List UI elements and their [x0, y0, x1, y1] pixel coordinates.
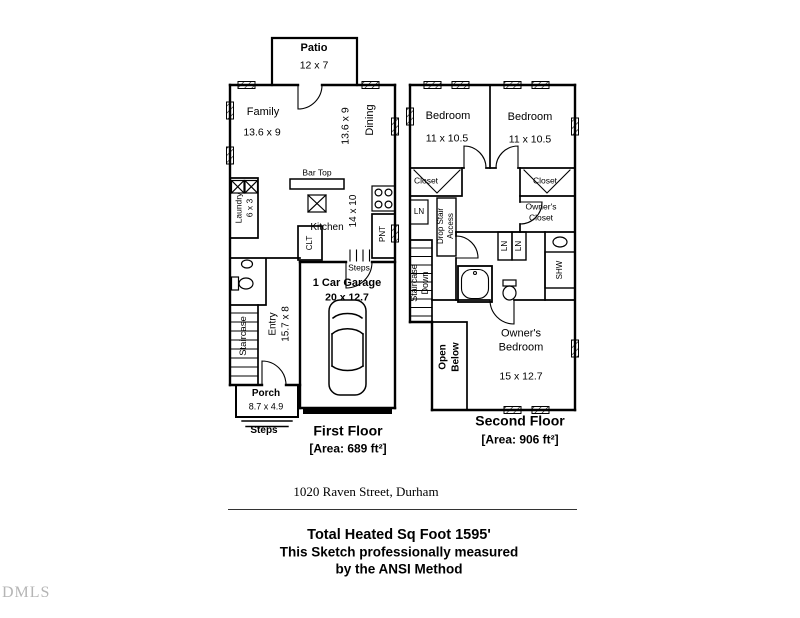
entry-name: Entry	[267, 312, 279, 336]
bedroom-left-name: Bedroom	[425, 110, 471, 123]
owners-bedroom-name: Owner's Bedroom	[498, 327, 544, 353]
drop-stair-box	[436, 197, 457, 257]
porch-outline	[235, 384, 299, 418]
patio-outline	[270, 36, 359, 87]
shower-shw-label: SHW	[555, 260, 564, 280]
toilet-icon-first-floor	[230, 276, 254, 291]
window-markers-first-floor	[226, 81, 399, 243]
method-line-2: by the ANSI Method	[335, 561, 463, 577]
open-below-label: Open Below	[437, 342, 462, 372]
owners-bedroom-dims: 15 x 12.7	[499, 370, 543, 383]
closet-left-label: Closet	[413, 175, 439, 186]
porch-dims: 8.7 x 4.9	[248, 401, 284, 412]
patio-dims: 12 x 7	[299, 59, 329, 72]
kitchen-name: Kitchen	[310, 221, 344, 233]
closet-bifold-doors	[413, 169, 571, 194]
garage-dims: 20 x 12.7	[325, 291, 369, 304]
address-line: 1020 Raven Street, Durham	[293, 483, 439, 499]
laundry-label: Laundry 6 x 3	[233, 193, 254, 224]
washer-dryer-icons	[230, 179, 259, 194]
dining-dims: 13.6 x 9	[339, 107, 352, 145]
method-line-1: This Sketch professionally measured	[279, 544, 519, 560]
bathtub-icon	[457, 265, 493, 303]
staircase-treads-first-floor	[229, 312, 259, 377]
linen-1-label: LN	[500, 240, 509, 252]
laundry-dims: 6 x 3	[244, 198, 254, 218]
sink-icon-second-floor	[552, 236, 568, 248]
linen-closet-boxes	[497, 231, 527, 261]
family-name: Family	[246, 106, 280, 119]
pantry-pnt-label: PNT	[378, 226, 387, 242]
front-steps-label: Steps	[250, 424, 278, 436]
drop-stair-access-label: Drop Stair Access	[436, 208, 455, 245]
second-floor-title: Second Floor	[475, 412, 565, 429]
owners-closet-label: Owner's Closet	[525, 201, 557, 222]
bedroom-right-dims: 11 x 10.5	[508, 133, 552, 146]
second-floor-area: [Area: 906 ft²]	[481, 432, 559, 447]
island-appliance-icon	[307, 194, 327, 213]
bedroom-right-name: Bedroom	[507, 111, 553, 124]
stove-icon	[371, 185, 396, 212]
door-arcs-first-floor	[261, 84, 373, 386]
car-icon	[328, 299, 367, 396]
shower-box	[544, 251, 576, 289]
second-floor-plan	[406, 81, 579, 414]
door-arcs-second-floor	[455, 145, 543, 325]
porch-name: Porch	[251, 387, 281, 399]
staircase-down-label: Staircase Down	[408, 264, 430, 302]
patio-name: Patio	[300, 42, 328, 55]
dining-name: Dining	[364, 104, 377, 136]
garage-steps-label: Steps	[348, 262, 370, 273]
closet-right-label: Closet	[532, 175, 558, 186]
sink-icon-first-floor	[240, 259, 254, 269]
bar-top-label: Bar Top	[302, 167, 332, 178]
first-floor-area: [Area: 689 ft²]	[309, 441, 387, 456]
laundry-name: Laundry	[233, 192, 244, 224]
bar-counter	[289, 178, 345, 190]
entry-dims: 15.7 x 8	[280, 306, 291, 342]
garage-door-bar	[303, 409, 392, 414]
first-floor-plan	[226, 36, 399, 428]
bedroom-left-dims: 11 x 10.5	[425, 132, 469, 145]
first-floor-title: First Floor	[313, 422, 383, 439]
linen-hall-box	[409, 199, 429, 225]
window-markers-second-floor	[406, 81, 579, 414]
closet-clt-label: CLT	[305, 235, 314, 251]
garage-steps-marks	[349, 249, 371, 262]
porch-steps-marks	[241, 420, 293, 428]
total-heated-sqft: Total Heated Sq Foot 1595'	[307, 526, 491, 543]
staircase-label: Staircase	[238, 316, 250, 356]
linen-hall-label: LN	[413, 207, 425, 216]
garage-name: 1 Car Garage	[312, 277, 382, 290]
staircase-treads-second-floor	[409, 247, 433, 317]
kitchen-dims: 14 x 10	[347, 194, 359, 228]
linen-2-label: LN	[514, 240, 523, 252]
entry-label: Entry 15.7 x 8	[268, 306, 293, 342]
footer-divider	[228, 509, 577, 510]
toilet-icon-second-floor	[502, 279, 517, 301]
family-dims: 13.6 x 9	[243, 126, 281, 139]
dmls-watermark: DMLS	[2, 584, 51, 601]
